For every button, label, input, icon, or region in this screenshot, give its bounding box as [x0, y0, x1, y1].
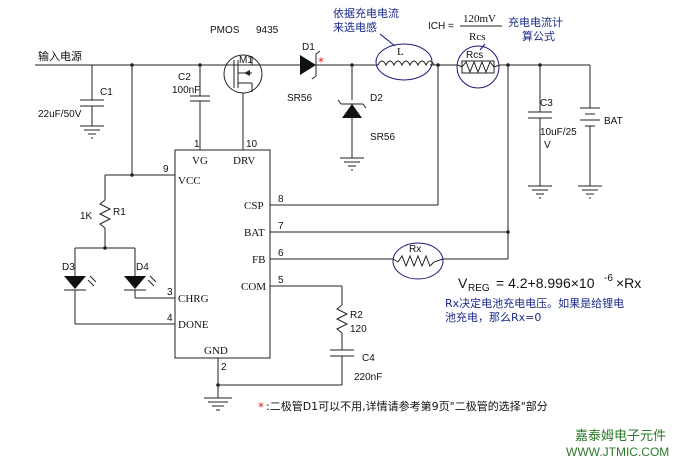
pin-4-name: DONE: [178, 319, 209, 331]
vreg-subscript: REG: [468, 283, 490, 294]
ground-symbol: [204, 385, 232, 411]
bat-name: BAT: [604, 116, 623, 127]
c2-name: C2: [178, 72, 191, 83]
c3-name: C3: [540, 98, 553, 109]
charge-note-line2: 算公式: [522, 29, 555, 43]
input-power-label: 输入电源: [38, 49, 82, 63]
footnote-star: *: [258, 400, 264, 414]
vreg-exponent: -6: [604, 273, 613, 284]
d2-name: D2: [370, 93, 383, 104]
diode-d1: [300, 50, 325, 80]
pin-5-num: 5: [278, 275, 284, 286]
inductor-note-pointer: [379, 33, 396, 47]
footnote-text: :二极管D1可以不用,详情请参考第9页"二极管的选择"部分: [266, 399, 548, 413]
led-d3: [64, 248, 160, 325]
pin-3-num: 3: [167, 287, 173, 298]
r1-value: 1K: [80, 211, 93, 222]
charger-ic-body: [174, 149, 271, 359]
pin-10-num: 10: [246, 139, 258, 150]
vcc-wire: [105, 63, 175, 177]
rx-name: Rx: [409, 244, 421, 255]
resistor-rcs: [456, 45, 501, 89]
pin-2-num: 2: [221, 362, 227, 373]
c1-name: C1: [100, 87, 113, 98]
ich-label: ICH =: [428, 21, 454, 32]
vreg-label: V: [458, 275, 468, 291]
battery-bat: [578, 65, 602, 199]
r1-name: R1: [113, 207, 126, 218]
pmos-title: PMOS: [210, 25, 240, 36]
pin-8-name: CSP: [244, 200, 264, 212]
bat-wire: [270, 63, 510, 259]
rx-note-line1: Rx决定电池充电电压。如果是给锂电: [445, 296, 624, 310]
r2-name: R2: [350, 310, 363, 321]
pin-4-num: 4: [167, 313, 173, 324]
d2-part: SR56: [370, 132, 395, 143]
c4-value: 220nF: [354, 372, 382, 383]
capacitor-c2: [190, 63, 210, 150]
pin-1-name: VG: [192, 155, 208, 167]
rcs-note-pointer: [479, 43, 486, 51]
capacitor-c3: [528, 63, 552, 199]
resistor-r2: [335, 286, 349, 350]
d1-name: D1: [302, 42, 315, 53]
resistor-r1: [75, 175, 135, 250]
vreg-formula: = 4.2+8.996×10: [496, 275, 595, 291]
m1-name: M1: [239, 55, 253, 66]
pin-1-num: 1: [194, 139, 200, 150]
c3-value-line2: V: [544, 140, 551, 151]
pin-5-name: COM: [241, 281, 266, 293]
inductor-l: [375, 43, 435, 81]
c4-name: C4: [362, 353, 375, 364]
capacitor-c1: [80, 65, 104, 139]
pin-8-num: 8: [278, 194, 284, 205]
pin-7-num: 7: [278, 221, 284, 232]
c2-value: 100nF: [172, 85, 200, 96]
inductor-name: L: [397, 46, 404, 58]
pin-9-num: 9: [163, 164, 169, 175]
rx-note-line2: 池充电，那么Rx=0: [445, 310, 541, 324]
pin-6-num: 6: [278, 248, 284, 259]
vreg-tail: ×Rx: [616, 275, 641, 291]
charge-note-line1: 充电电流计: [508, 15, 563, 29]
pin-6-name: FB: [252, 254, 265, 266]
d3-name: D3: [62, 262, 75, 273]
inductor-note-line1: 依据充电电流: [333, 6, 399, 20]
d1-part: SR56: [287, 93, 312, 104]
pin-10-name: DRV: [233, 155, 255, 167]
pin-7-name: BAT: [244, 227, 265, 239]
pin-3-name: CHRG: [178, 293, 209, 305]
watermark-company: 嘉泰姆电子元件: [575, 429, 666, 444]
rcs-name: Rcs: [466, 50, 483, 61]
c1-value: 22uF/50V: [38, 109, 82, 120]
ich-numerator: 120mV: [463, 13, 496, 25]
d4-name: D4: [136, 262, 149, 273]
c3-value-line1: 10uF/25: [540, 127, 577, 138]
csp-wire: [270, 63, 440, 206]
pmos-m1: [223, 54, 300, 150]
ic-pin-wires: [160, 140, 342, 385]
pin-2-name: GND: [204, 345, 228, 357]
inductor-note-line2: 来选电感: [333, 21, 377, 34]
ich-denominator: Rcs: [469, 31, 486, 43]
pmos-part: 9435: [256, 25, 279, 36]
capacitor-c4: [216, 349, 354, 387]
diode-d2: [337, 63, 367, 171]
watermark-url: WWW.JTMIC.COM: [566, 445, 669, 459]
pin-9-name: VCC: [178, 175, 201, 187]
r2-value: 120: [350, 324, 367, 335]
resistor-rx: [300, 242, 508, 280]
led-d4: [124, 248, 160, 299]
d1-star: *: [318, 55, 324, 69]
